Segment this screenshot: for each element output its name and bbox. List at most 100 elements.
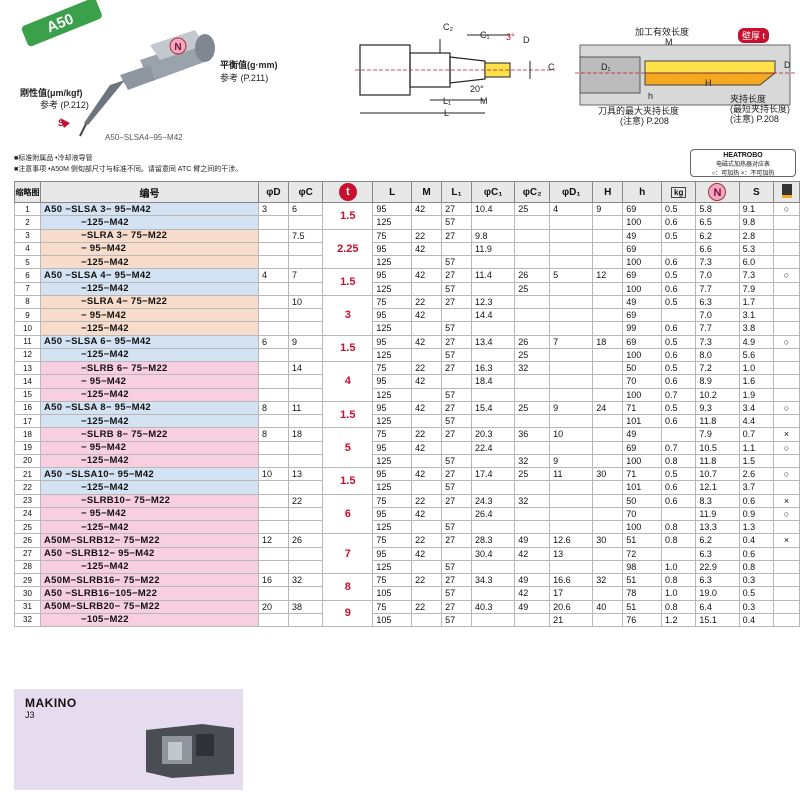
cell-s: 1.0 — [738, 360, 775, 376]
product-code: −SLRA 3− 75−M22 — [40, 228, 259, 243]
cell-kg: 0.6 — [661, 413, 697, 429]
cell-h — [592, 493, 624, 508]
cell-d — [258, 215, 289, 230]
cell-d1 — [549, 228, 594, 243]
cell-h: 71 — [622, 400, 663, 416]
cell-l: 125 — [372, 281, 413, 296]
col-header-d: φD — [258, 181, 289, 203]
cell-m: 22 — [411, 360, 443, 376]
row-number: 18 — [14, 427, 41, 442]
row-number: 29 — [14, 572, 41, 588]
product-code: A50 −SLSA 6− 95−M42 — [40, 334, 259, 349]
cell-d — [258, 228, 289, 243]
cell-n: 6.3 — [695, 572, 740, 588]
cell-h: 101 — [622, 413, 663, 429]
heat-compat-mark — [773, 572, 800, 588]
c2-label: C₂ — [443, 22, 453, 32]
heat-compat-mark — [773, 387, 800, 402]
cell-h — [592, 347, 624, 363]
weight-icon: kg — [671, 186, 687, 198]
cell-h: 100 — [622, 519, 663, 535]
table-header-row: 缩略图 编号 φD φC t L M L₁ φC₁ φC₂ φD₁ H h kg… — [14, 181, 800, 203]
product-code: A50 −SLSA 4− 95−M42 — [40, 268, 259, 283]
cell-d1 — [549, 440, 594, 455]
cell-n: 8.3 — [695, 493, 740, 508]
wall-thickness-cell: 1.5 — [322, 268, 374, 296]
cell-c: 7.5 — [287, 228, 324, 243]
cell-h: 49 — [622, 228, 663, 243]
cell-kg: 0.5 — [661, 360, 697, 376]
cell-h — [592, 506, 624, 522]
col-header-code: 编号 — [40, 181, 259, 203]
row-number: 20 — [14, 453, 41, 469]
cell-d1 — [549, 493, 594, 508]
cell-m: 42 — [411, 307, 443, 323]
product-code: A50M−SLRB12− 75−M22 — [40, 533, 259, 548]
cell-n: 7.0 — [695, 307, 740, 323]
cell-m — [411, 347, 443, 363]
cell-s: 0.3 — [738, 572, 775, 588]
product-code: −125−M42 — [40, 559, 259, 575]
cell-l: 95 — [372, 400, 413, 416]
cell-h — [592, 612, 624, 628]
cell-d — [258, 493, 289, 508]
cell-c2 — [514, 321, 551, 336]
cell-h — [592, 374, 624, 389]
cell-d — [258, 241, 289, 257]
machine-brand: MAKINO — [25, 696, 77, 710]
product-code: − 95−M42 — [40, 374, 259, 389]
cell-l1: 27 — [441, 466, 473, 482]
cell-l: 125 — [372, 254, 413, 270]
clamp-label: 夹持长度 — [730, 94, 767, 104]
cell-c1 — [471, 586, 516, 601]
heat-compat-mark — [773, 559, 800, 575]
cell-c1: 24.3 — [471, 493, 516, 508]
product-code: −125−M42 — [40, 321, 259, 336]
cell-m: 22 — [411, 294, 443, 310]
cell-d1: 10 — [549, 427, 594, 442]
cell-n: 6.4 — [695, 599, 740, 614]
cell-c2: 25 — [514, 400, 551, 416]
m-label: M — [480, 96, 488, 106]
spec-table: 缩略图 编号 φD φC t L M L₁ φC₁ φC₂ φD₁ H h kg… — [14, 181, 800, 628]
cell-m — [411, 215, 443, 230]
l-label: L — [444, 108, 450, 118]
cell-c1 — [471, 519, 516, 535]
cell-l1: 27 — [441, 493, 473, 508]
cell-s: 6.0 — [738, 254, 775, 270]
max-clamp-label: 刀具的最大夹持长度 — [598, 106, 680, 116]
cell-d1: 11 — [549, 466, 594, 482]
row-number: 14 — [14, 374, 41, 389]
col-header-c: φC — [287, 181, 324, 203]
col-header-no: 缩略图 — [14, 181, 41, 203]
cell-s: 1.5 — [738, 453, 775, 469]
cell-h: 24 — [592, 400, 624, 416]
cell-c1: 12.3 — [471, 294, 516, 310]
s-arrow-icon — [60, 118, 70, 128]
cell-m: 22 — [411, 599, 443, 614]
product-code: −SLRA 4− 75−M22 — [40, 294, 259, 310]
cell-h: 9 — [592, 201, 624, 217]
product-code: A50 −SLRB12− 95−M42 — [40, 546, 259, 561]
cell-h: 69 — [622, 307, 663, 323]
cell-s: 3.1 — [738, 307, 775, 323]
cell-d1 — [549, 294, 594, 310]
cell-d1 — [549, 559, 594, 575]
cell-c1: 26.4 — [471, 506, 516, 522]
row-number: 16 — [14, 400, 41, 416]
col-header-m: M — [411, 181, 443, 203]
d-label: D — [523, 35, 530, 45]
cell-d1: 9 — [549, 453, 594, 469]
cell-c2 — [514, 254, 551, 270]
cell-h — [592, 559, 624, 575]
note-accessories: ■标准附属品 •冷却液导管 — [14, 155, 93, 162]
